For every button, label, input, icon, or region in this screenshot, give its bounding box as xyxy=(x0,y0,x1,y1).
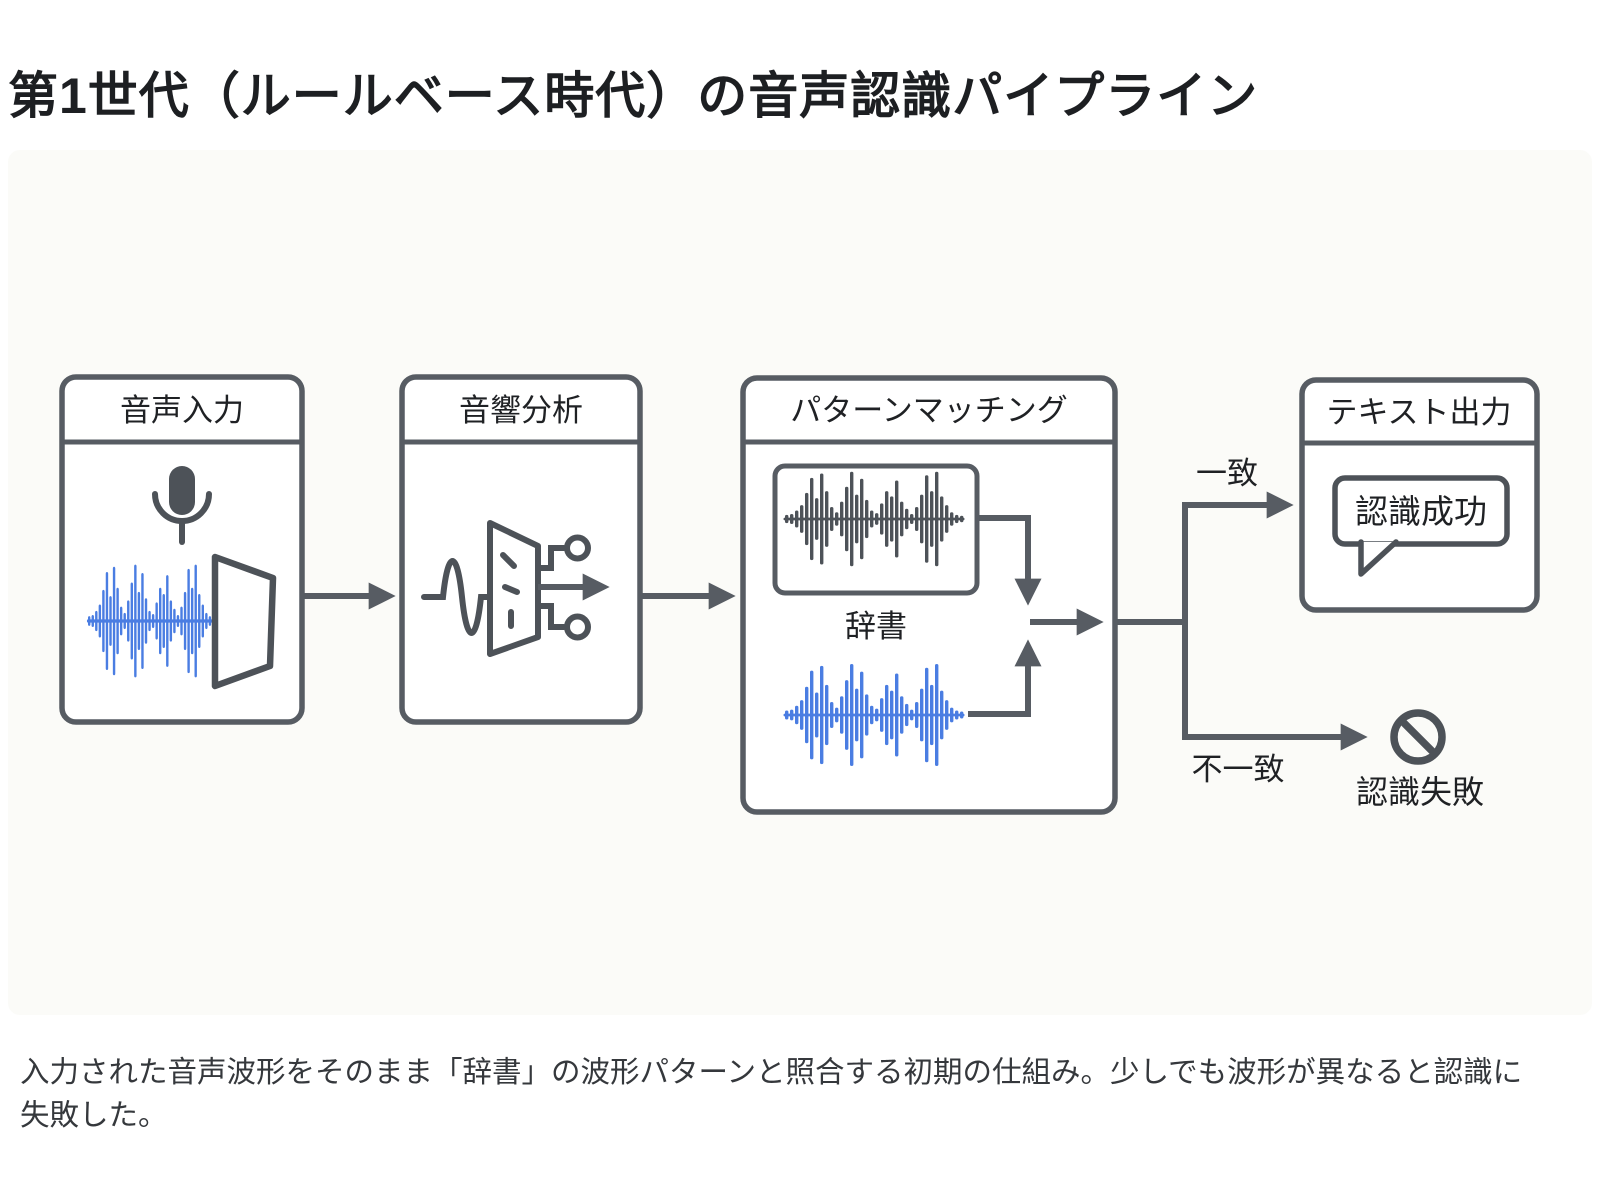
diagram-panel: 音声入力 音響分析 パターンマッチング 辞書 xyxy=(8,150,1592,1015)
stage-title-pattern-matching: パターンマッチング xyxy=(790,393,1067,428)
caption: 入力された音声波形をそのまま「辞書」の波形パターンと照合する初期の仕組み。少しで… xyxy=(20,1056,1523,1132)
prohibition-icon xyxy=(1390,709,1446,765)
flow-arrows xyxy=(302,491,1368,751)
stage-title-audio-input: 音声入力 xyxy=(120,393,244,428)
compare-junction xyxy=(968,515,1104,717)
mismatch-arrow xyxy=(1182,622,1368,751)
stage-title-acoustic-analysis: 音響分析 xyxy=(459,393,583,428)
stage-text-output: テキスト出力 認識成功 xyxy=(1299,377,1540,613)
feature-extraction-icon xyxy=(421,520,610,657)
failure-label: 認識失敗 xyxy=(1356,774,1484,810)
stage-title-text-output: テキスト出力 xyxy=(1326,395,1511,430)
match-label: 一致 xyxy=(1196,456,1258,491)
pipeline-diagram: 音声入力 音響分析 パターンマッチング 辞書 xyxy=(59,374,1540,815)
stage-acoustic-analysis: 音響分析 xyxy=(399,374,643,725)
dictionary-label: 辞書 xyxy=(845,609,907,644)
mismatch-label: 不一致 xyxy=(1192,752,1285,787)
speech-bubble-icon: 認識成功 xyxy=(1332,475,1510,577)
match-arrow xyxy=(1182,491,1294,622)
stage-audio-input: 音声入力 xyxy=(59,374,305,725)
funnel-icon xyxy=(211,553,277,690)
page-title: 第1世代（ルールベース時代）の音声認識パイプライン xyxy=(8,68,1259,124)
microphone-icon xyxy=(152,466,212,545)
stage-pattern-matching: パターンマッチング 辞書 xyxy=(740,375,1118,815)
bubble-text: 認識成功 xyxy=(1355,493,1487,530)
branch-labels: 一致 不一致 認識失敗 xyxy=(1192,456,1485,810)
